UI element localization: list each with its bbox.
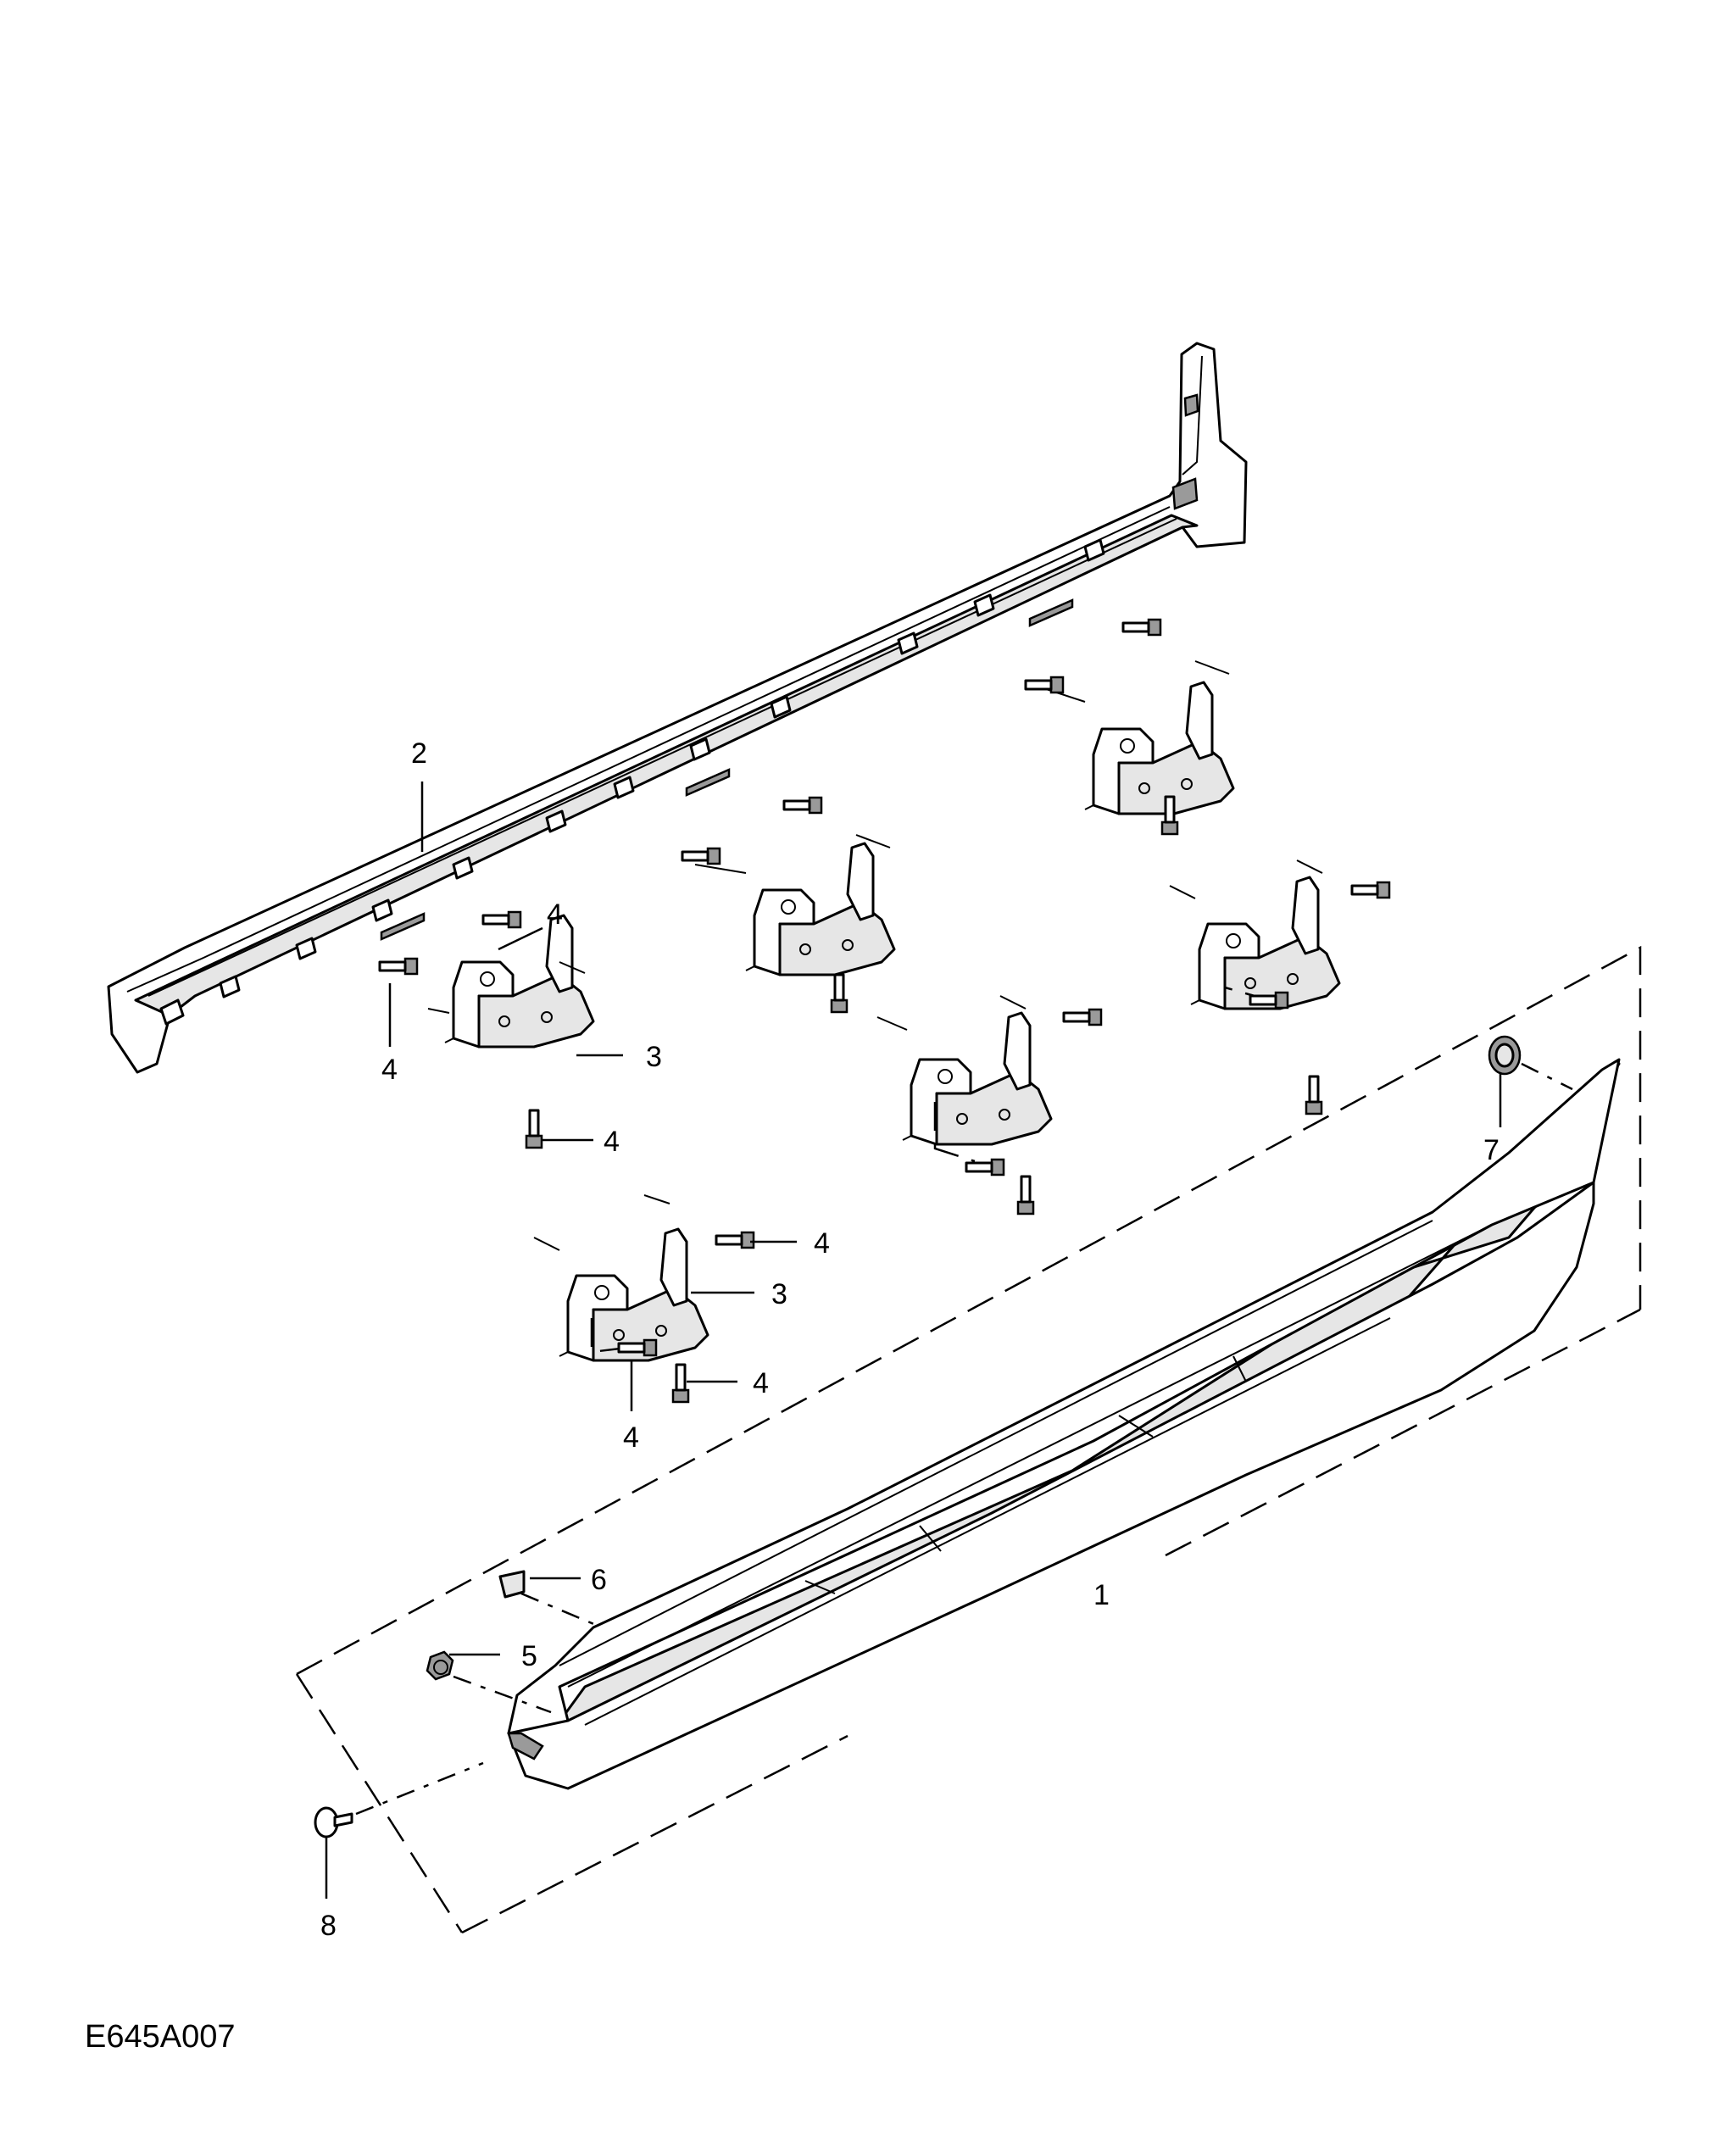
callout-4-c: 4 <box>604 1126 620 1158</box>
screw-part-5 <box>426 1650 552 1714</box>
callout-8: 8 <box>320 1910 337 1942</box>
callout-4-d: 4 <box>814 1227 830 1260</box>
clip-part-6 <box>498 1570 603 1629</box>
bolt <box>671 1363 690 1404</box>
mounting-bracket-part-3-f <box>1169 859 1341 1010</box>
callout-6: 6 <box>591 1564 607 1596</box>
mounting-bracket-part-3-b <box>533 1194 754 1362</box>
mounting-bracket-part-3-e <box>876 995 1053 1163</box>
bolt <box>715 1231 755 1249</box>
callout-3-upper: 3 <box>646 1041 662 1073</box>
grommet-part-7 <box>1488 1035 1573 1091</box>
bolt <box>681 847 721 865</box>
mounting-bracket-part-3-d <box>1038 660 1235 815</box>
callout-4-b: 4 <box>381 1054 398 1086</box>
bolt <box>1016 1175 1035 1215</box>
bolt <box>1249 991 1289 1010</box>
bolt <box>830 973 849 1014</box>
bolt <box>481 910 522 929</box>
running-board-part-1 <box>507 1058 1621 1790</box>
callout-3-lower: 3 <box>771 1278 787 1310</box>
bolt <box>1305 1075 1323 1115</box>
callout-1: 1 <box>1093 1579 1110 1611</box>
fastener-part-8 <box>314 1761 484 1838</box>
bolt <box>1024 676 1065 694</box>
figure-reference: E645A007 <box>85 2019 236 2055</box>
bolt <box>965 1158 1005 1176</box>
callout-leaders <box>325 782 1502 1899</box>
callout-7: 7 <box>1483 1134 1500 1166</box>
bolt <box>1121 618 1162 637</box>
sill-rail-part-2 <box>107 342 1248 1074</box>
bolt <box>617 1338 658 1357</box>
bolt <box>1062 1008 1103 1026</box>
mounting-bracket-part-3-a <box>427 914 623 1057</box>
callout-4-a: 4 <box>547 898 563 931</box>
bolt <box>525 1109 543 1149</box>
bolt <box>1160 795 1179 836</box>
callout-4-f: 4 <box>623 1421 639 1454</box>
callout-2: 2 <box>411 737 427 770</box>
assembly-boundary-part-1 <box>295 945 1642 1934</box>
bolt <box>782 796 823 815</box>
bolt <box>1350 881 1391 899</box>
callout-5: 5 <box>521 1640 537 1672</box>
mounting-bracket-part-3-c <box>694 834 896 976</box>
callout-4-e: 4 <box>753 1367 769 1399</box>
bolt <box>378 957 419 976</box>
